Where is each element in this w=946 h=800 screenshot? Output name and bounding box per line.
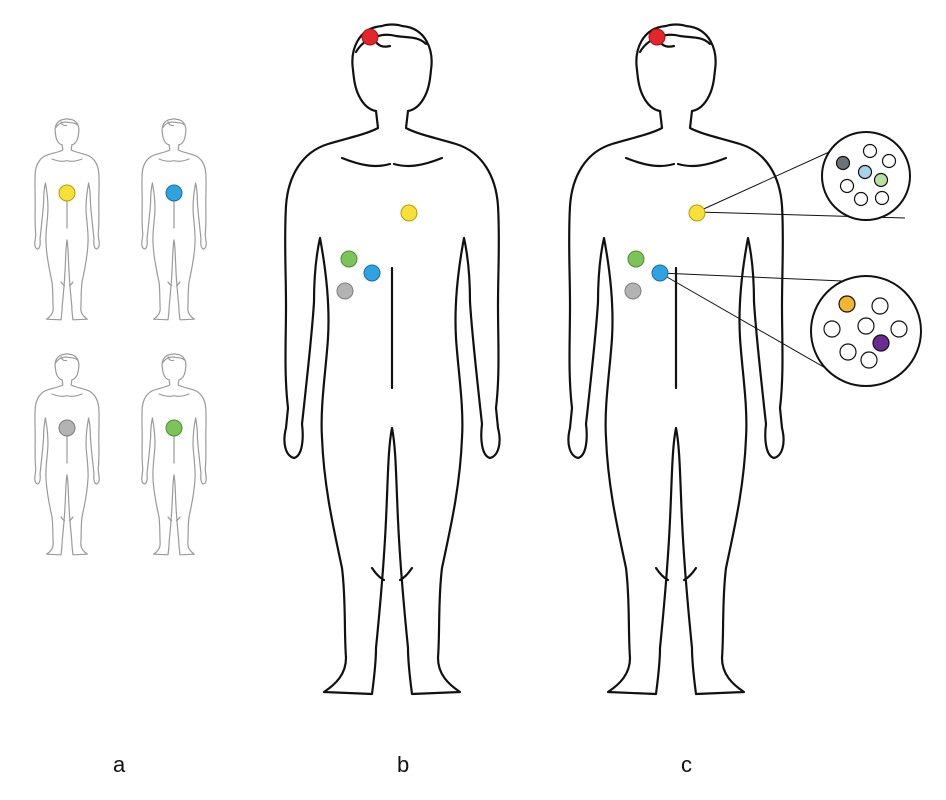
dot-red: [648, 28, 666, 46]
panel-b: [283, 23, 501, 696]
cell: [857, 317, 875, 335]
body-outline-large: [567, 23, 785, 696]
cell: [860, 351, 878, 369]
dot-yellow: [688, 204, 706, 222]
dot-yellow: [400, 204, 418, 222]
panel-c: [567, 23, 922, 696]
body-outline-large: [283, 23, 501, 696]
connector-line: [696, 147, 839, 213]
cell: [839, 343, 857, 361]
dot-gray: [624, 282, 642, 300]
cell: [871, 297, 889, 315]
dot-yellow: [58, 184, 76, 202]
dot-blue: [165, 184, 183, 202]
figure-gray: [34, 353, 100, 556]
figure-green: [141, 353, 207, 556]
cell: [835, 155, 851, 171]
connector-line: [659, 272, 867, 283]
panel-label-c: c: [681, 752, 692, 777]
cell: [823, 320, 841, 338]
cell: [874, 190, 890, 206]
dot-green: [340, 250, 358, 268]
cell: [881, 153, 897, 169]
callout-upper: [821, 131, 911, 221]
dot-green: [165, 419, 183, 437]
callout-lower: [810, 275, 922, 387]
cell: [839, 178, 855, 194]
dot-blue: [651, 264, 669, 282]
dot-gray: [336, 282, 354, 300]
cell: [853, 191, 869, 207]
panel-label-b: b: [397, 752, 410, 777]
cell: [872, 334, 890, 352]
dot-green: [627, 250, 645, 268]
body-outline-small: [34, 118, 100, 321]
connector-line: [659, 272, 856, 386]
panel-label-a: a: [113, 752, 126, 777]
figure-blue: [141, 118, 207, 321]
body-outline-small: [34, 353, 100, 556]
cell: [873, 172, 889, 188]
cell: [857, 164, 873, 180]
panel-a: [34, 118, 207, 556]
dot-red: [361, 28, 379, 46]
figure-yellow: [34, 118, 100, 321]
body-outline-small: [141, 118, 207, 321]
cell: [862, 143, 878, 159]
dot-blue: [363, 264, 381, 282]
cell: [890, 320, 908, 338]
dot-gray: [58, 419, 76, 437]
body-outline-small: [141, 353, 207, 556]
cell: [838, 295, 856, 313]
